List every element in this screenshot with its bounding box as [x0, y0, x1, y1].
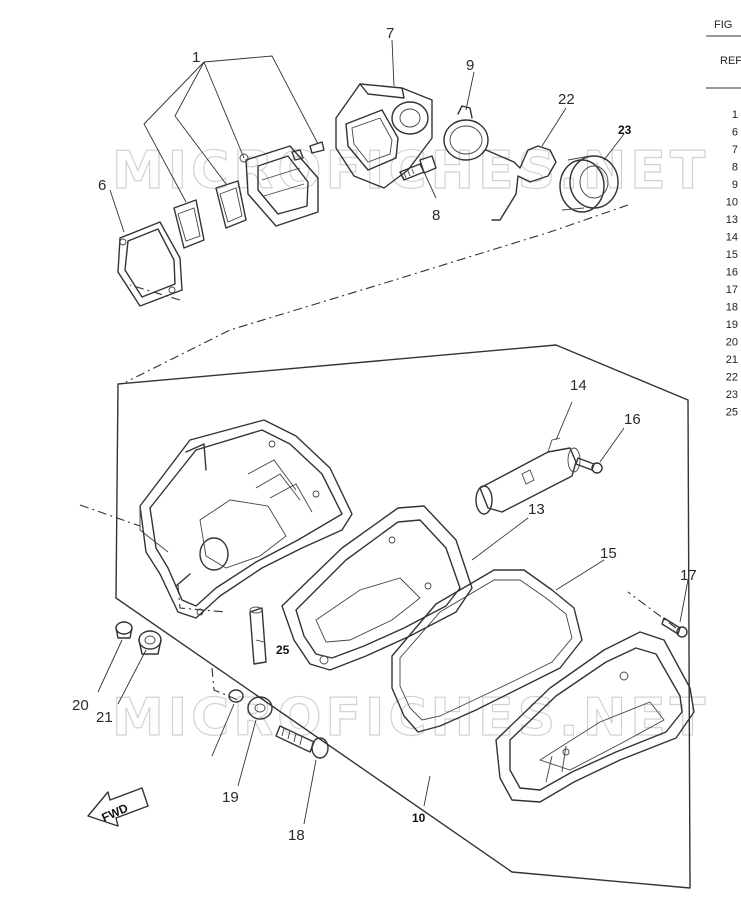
- ref-item: 1: [732, 109, 738, 121]
- label-14: 14: [570, 377, 587, 394]
- label-21: 21: [96, 709, 113, 726]
- fwd-arrow-label: FWD: [100, 801, 131, 825]
- ref-item: 17: [726, 284, 738, 296]
- ref-item: 7: [732, 144, 738, 156]
- fig-header: FIG: [714, 19, 732, 31]
- ref-item: 23: [726, 389, 738, 401]
- part-small-collar: [228, 689, 244, 703]
- ref-header: REF: [720, 55, 741, 67]
- lower-assembly: FWD: [79, 344, 695, 889]
- ref-item: 22: [726, 372, 738, 384]
- part-15-seal: [391, 569, 583, 733]
- part-labels: 1 6 7 8 9 22 23 14 16 13 15 17 25 20 21 …: [72, 25, 697, 844]
- label-10: 10: [412, 811, 426, 825]
- ref-item: 18: [726, 302, 738, 314]
- label-8: 8: [432, 207, 440, 224]
- ref-item: 6: [732, 127, 738, 139]
- watermark-bottom: MICROFICHES.NET: [112, 688, 709, 748]
- part-13-plate: [281, 505, 473, 671]
- label-18: 18: [288, 827, 305, 844]
- part-7-manifold: [335, 83, 433, 189]
- part-6-gasket: [117, 221, 183, 307]
- ref-item: 8: [732, 162, 738, 174]
- label-17: 17: [680, 567, 697, 584]
- ref-item: 14: [726, 232, 738, 244]
- part-23-joint: [559, 155, 619, 213]
- part-17-screw: [627, 591, 688, 638]
- ref-item: 9: [732, 179, 738, 191]
- ref-item: 20: [726, 337, 738, 349]
- label-15: 15: [600, 545, 617, 562]
- ref-item: 25: [726, 407, 738, 419]
- ref-item: 21: [726, 354, 738, 366]
- part-22-spring: [485, 145, 557, 221]
- ref-item: 10: [726, 197, 738, 209]
- label-7: 7: [386, 25, 394, 42]
- upper-assembly: [109, 39, 629, 383]
- label-23: 23: [618, 123, 632, 137]
- guide-line-lower: [79, 504, 141, 527]
- ref-item: 16: [726, 267, 738, 279]
- part-21-grommet: [138, 630, 162, 655]
- label-13: 13: [528, 501, 545, 518]
- label-9: 9: [466, 57, 474, 74]
- label-25: 25: [276, 643, 290, 657]
- ref-item: 13: [726, 214, 738, 226]
- label-20: 20: [72, 697, 89, 714]
- label-16: 16: [624, 411, 641, 428]
- part-18-bolt: [275, 725, 329, 759]
- part-10-boundary: [115, 344, 691, 889]
- part-16-screw: [575, 457, 603, 474]
- ref-item: 19: [726, 319, 738, 331]
- guide-line-upper: [125, 204, 629, 383]
- part-9-clamp: [443, 105, 489, 161]
- part-14-duct: [475, 437, 581, 515]
- air-box-cover: [495, 631, 695, 803]
- label-22: 22: [558, 91, 575, 108]
- fwd-arrow-icon: FWD: [87, 787, 149, 827]
- watermark-top: MICROFICHES.NET: [112, 141, 709, 201]
- label-19: 19: [222, 789, 239, 806]
- label-6: 6: [98, 177, 106, 194]
- part-19-washer: [247, 696, 273, 720]
- air-box-case: [139, 419, 353, 619]
- reed-petals: [173, 180, 247, 249]
- ref-item: 15: [726, 249, 738, 261]
- part-20-collar: [115, 621, 133, 639]
- reed-block: [239, 145, 319, 227]
- part-25-tube: [249, 606, 267, 665]
- label-1: 1: [192, 49, 200, 66]
